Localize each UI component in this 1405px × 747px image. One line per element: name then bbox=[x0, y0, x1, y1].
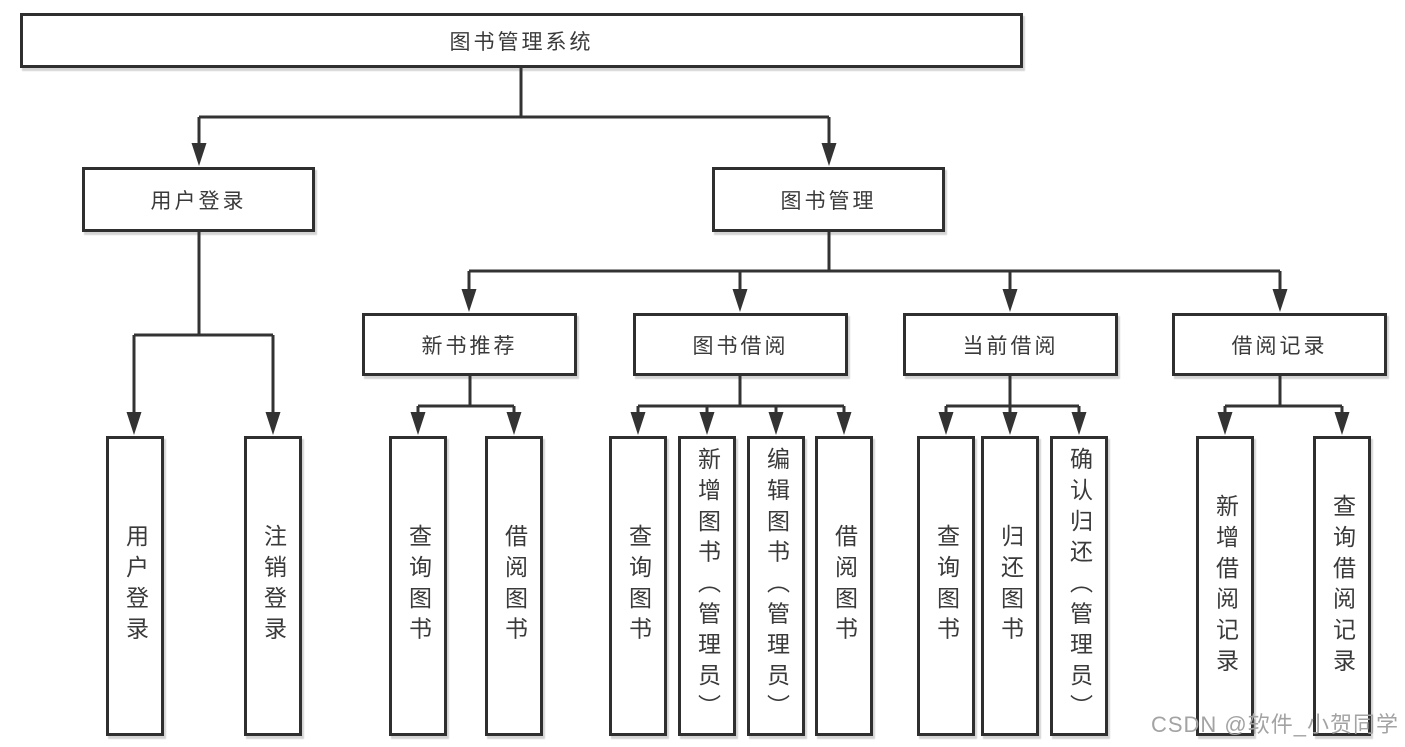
node-label: 用户登录 bbox=[122, 524, 149, 648]
arrowhead-down-icon bbox=[126, 412, 281, 435]
arrowhead-down-icon bbox=[410, 412, 522, 435]
leaf-recommend-borrow-books: 借阅图书 bbox=[485, 436, 543, 736]
arrowhead-down-icon bbox=[461, 289, 1288, 312]
arrowhead-down-icon bbox=[938, 412, 1087, 435]
connector-line bbox=[944, 376, 1081, 413]
watermark: CSDN @软件_小贺同学 bbox=[1150, 712, 1399, 737]
node-label: 查询图书 bbox=[405, 524, 432, 648]
node-label: 注销登录 bbox=[260, 524, 287, 648]
node-label: 查询借阅记录 bbox=[1329, 493, 1356, 679]
node-label: 新书推荐 bbox=[421, 334, 518, 358]
connector-line bbox=[416, 376, 516, 413]
leaf-borrow-borrow-books: 借阅图书 bbox=[815, 436, 873, 736]
node-label: 新增图书（管理员） bbox=[694, 447, 721, 725]
node-new-book-recommend: 新书推荐 bbox=[362, 313, 577, 376]
leaf-user-login: 用户登录 bbox=[106, 436, 164, 736]
connector-line bbox=[1223, 376, 1344, 413]
node-user-login: 用户登录 bbox=[82, 167, 315, 232]
leaf-logout: 注销登录 bbox=[244, 436, 302, 736]
arrowhead-down-icon bbox=[630, 412, 852, 435]
node-label: 图书管理系统 bbox=[449, 30, 594, 54]
leaf-add-books-admin: 新增图书（管理员） bbox=[678, 436, 736, 736]
node-label: 归还图书 bbox=[997, 524, 1024, 648]
leaf-confirm-return-admin: 确认归还（管理员） bbox=[1050, 436, 1108, 736]
leaf-add-borrow-record: 新增借阅记录 bbox=[1196, 436, 1254, 736]
node-label: 图书管理 bbox=[780, 189, 877, 213]
arrowhead-down-icon bbox=[1217, 412, 1350, 435]
connector-new-book-recommend bbox=[410, 376, 522, 435]
leaf-current-query-books: 查询图书 bbox=[917, 436, 975, 736]
connector-line bbox=[132, 232, 275, 413]
node-book-management: 图书管理 bbox=[712, 167, 945, 232]
connector-current-borrow bbox=[938, 376, 1087, 435]
leaf-return-books: 归还图书 bbox=[981, 436, 1039, 736]
node-label: 编辑图书（管理员） bbox=[763, 447, 790, 725]
node-label: 查询图书 bbox=[933, 524, 960, 648]
connector-book-borrow bbox=[630, 376, 852, 435]
leaf-recommend-query-books: 查询图书 bbox=[389, 436, 447, 736]
node-label: 当前借阅 bbox=[962, 334, 1059, 358]
node-label: 借阅图书 bbox=[831, 524, 858, 648]
node-label: 新增借阅记录 bbox=[1212, 493, 1239, 679]
node-label: 借阅记录 bbox=[1231, 334, 1328, 358]
node-current-borrow: 当前借阅 bbox=[903, 313, 1118, 376]
node-label: 图书借阅 bbox=[692, 334, 789, 358]
leaf-borrow-query-books: 查询图书 bbox=[609, 436, 667, 736]
connector-user-login bbox=[126, 232, 281, 435]
connector-line bbox=[636, 376, 846, 413]
node-label: 用户登录 bbox=[150, 189, 247, 213]
node-label: 确认归还（管理员） bbox=[1066, 447, 1093, 725]
node-label: 查询图书 bbox=[625, 524, 652, 648]
leaf-edit-books-admin: 编辑图书（管理员） bbox=[747, 436, 805, 736]
connector-borrow-records bbox=[1217, 376, 1350, 435]
connector-root bbox=[191, 68, 837, 166]
node-borrow-records: 借阅记录 bbox=[1172, 313, 1387, 376]
connector-line bbox=[467, 232, 1282, 289]
node-label: 借阅图书 bbox=[501, 524, 528, 648]
connector-book-management bbox=[461, 232, 1288, 312]
node-book-management-system: 图书管理系统 bbox=[20, 13, 1023, 68]
connector-line bbox=[197, 68, 831, 144]
arrowhead-down-icon bbox=[191, 143, 837, 166]
node-book-borrow: 图书借阅 bbox=[633, 313, 848, 376]
leaf-query-borrow-record: 查询借阅记录 bbox=[1313, 436, 1371, 736]
